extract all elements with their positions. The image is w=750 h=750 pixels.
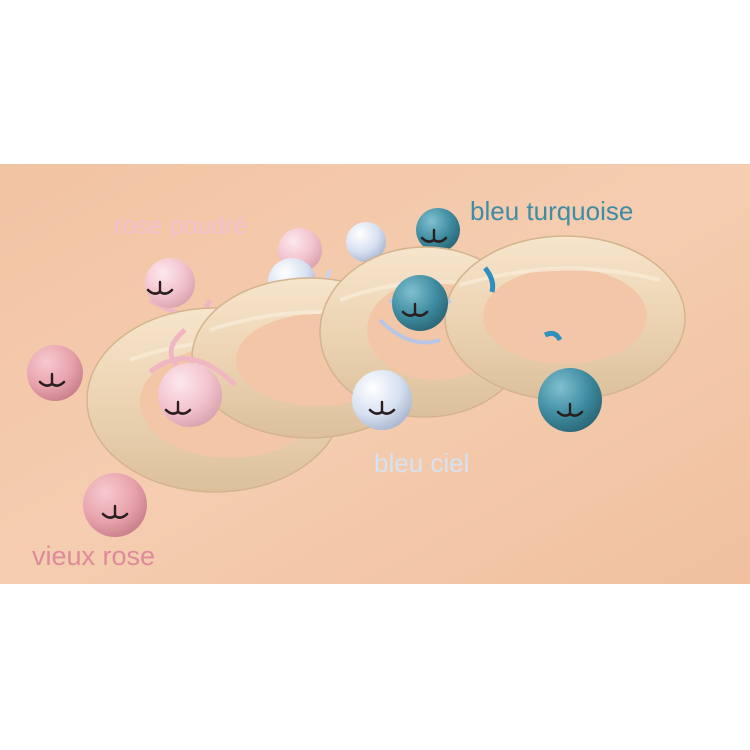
caption-bleu-turquoise: bleu turquoise <box>470 196 634 226</box>
product-photo <box>0 164 750 584</box>
bleu-ciel-bell <box>352 370 412 430</box>
vieux-rose-bell <box>27 345 83 401</box>
rose-poudre-bell <box>145 258 195 308</box>
bleu-turquoise-bell <box>538 368 602 432</box>
bleu-turquoise-bell <box>416 208 460 252</box>
front-bells <box>27 275 602 537</box>
bleu-ciel-bell <box>346 222 386 262</box>
wooden-ring-bleu-turquoise <box>444 235 686 401</box>
caption-vieux-rose: vieux rose <box>32 541 156 571</box>
bleu-turquoise-bell <box>392 275 448 331</box>
caption-bleu-ciel: bleu ciel <box>374 448 470 478</box>
rose-poudre-bell <box>158 363 222 427</box>
caption-rose-poudre: rose poudré <box>114 212 248 240</box>
